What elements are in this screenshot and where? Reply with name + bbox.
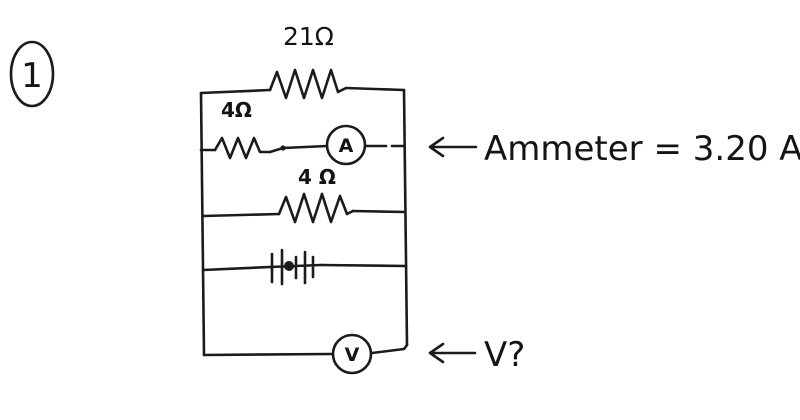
ammeter-reading-text: Ammeter = 3.20 A xyxy=(484,129,800,169)
voltage-arrow xyxy=(428,342,477,364)
branch-4-ohm-middle-wire xyxy=(201,209,407,218)
resistor-21-ohm xyxy=(268,68,348,100)
branch-voltmeter-wire xyxy=(202,343,409,357)
branch-ammeter-wire-mid xyxy=(268,144,329,154)
voltmeter-symbol-letter: V xyxy=(345,344,360,366)
ammeter-arrow xyxy=(428,136,478,158)
branch-ammeter: A 4Ω xyxy=(199,98,406,166)
voltage-question-text: V? xyxy=(484,335,525,375)
resistor-21-ohm-label: 21Ω xyxy=(283,22,334,51)
resistor-4-ohm-middle-label: 4 Ω xyxy=(298,165,336,189)
voltage-annotation: V? xyxy=(428,335,525,375)
problem-number-circle xyxy=(9,40,55,108)
ammeter-annotation: Ammeter = 3.20 A xyxy=(428,129,800,169)
resistor-4-ohm-left-label: 4Ω xyxy=(221,98,252,122)
problem-number: 1 xyxy=(9,40,55,108)
left-rail-wire xyxy=(199,91,206,357)
branch-21-ohm-wire xyxy=(199,86,406,95)
problem-number-text: 1 xyxy=(21,56,43,96)
branch-4-ohm-middle: 4 Ω xyxy=(201,165,407,224)
ammeter-symbol-letter: A xyxy=(339,135,354,157)
resistor-4-ohm-left xyxy=(213,136,272,160)
branch-battery-wire xyxy=(201,263,408,272)
branch-voltmeter: V xyxy=(202,333,409,375)
branch-battery xyxy=(201,248,408,286)
battery-symbol xyxy=(268,248,323,286)
right-rail-wire xyxy=(402,88,409,347)
voltmeter-symbol xyxy=(331,333,373,375)
branch-21-ohm: 21Ω xyxy=(199,22,406,100)
battery-center-dot xyxy=(284,261,294,271)
resistor-4-ohm-middle xyxy=(277,192,355,224)
